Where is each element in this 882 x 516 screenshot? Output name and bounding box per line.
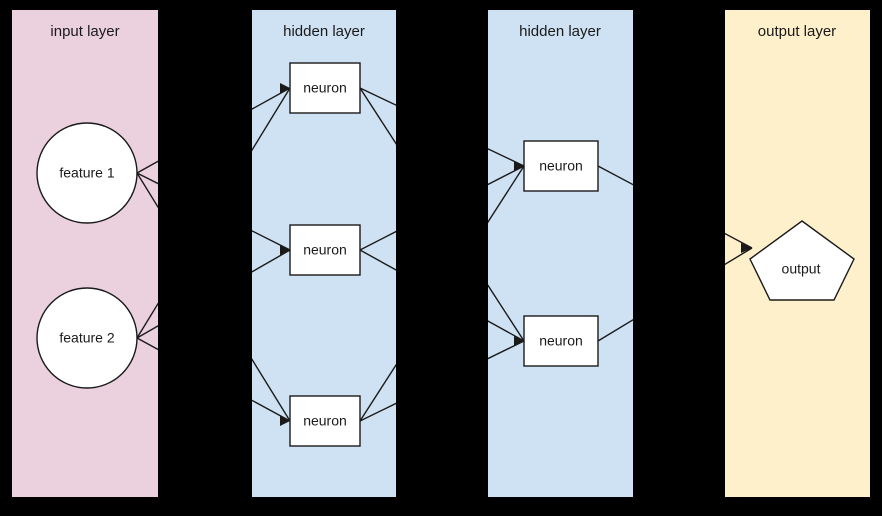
- edge-h1n1-h2n2-in: [488, 284, 525, 342]
- node-feature-2[interactable]: feature 2: [36, 287, 138, 389]
- edge-h2n2-output-in: [725, 247, 753, 266]
- node-h2-neuron-2[interactable]: neuron: [523, 315, 599, 367]
- arrowhead-h2n2: [514, 336, 524, 346]
- edge-h1n2-h2n2: [359, 249, 396, 271]
- edge-h1n3-h2n2: [359, 402, 396, 422]
- edge-feature1-h1n3-in: [252, 358, 291, 422]
- edge-h1n1-h2n1: [359, 87, 396, 106]
- node-h1-neuron-1[interactable]: neuron: [289, 62, 361, 114]
- h2-neuron-1-box: [523, 140, 599, 192]
- edge-h2n2-output: [597, 319, 633, 342]
- h1-neuron-1-label: neuron: [303, 80, 347, 96]
- panel-hidden-layer-2: [488, 10, 633, 497]
- feature-1-circle: [36, 122, 138, 224]
- edge-h1n2-h2n1: [359, 230, 396, 251]
- edge-h1n3-h2n2-in: [488, 340, 525, 360]
- edge-h1n2-h2n1-in: [488, 165, 525, 186]
- feature-1-label: feature 1: [59, 165, 114, 181]
- h1-neuron-3-box: [289, 395, 361, 447]
- h2-neuron-1-label: neuron: [539, 158, 583, 174]
- output-label: output: [782, 261, 821, 277]
- edge-feature2-h1n1-in: [252, 87, 291, 152]
- arrowhead-h1n1: [280, 83, 290, 93]
- edge-h1n3-h2n1: [359, 363, 396, 422]
- node-h1-neuron-3[interactable]: neuron: [289, 395, 361, 447]
- edge-h2n1-output-in: [725, 232, 753, 249]
- h1-neuron-3-label: neuron: [303, 413, 347, 429]
- title-hidden-layer-2: hidden layer: [519, 23, 601, 40]
- edges-into-output: [725, 232, 753, 266]
- h1-neuron-2-box: [289, 224, 361, 276]
- edges-into-hidden1: [252, 83, 291, 426]
- layer-panels: [12, 10, 870, 497]
- node-h2-neuron-1[interactable]: neuron: [523, 140, 599, 192]
- edges-hidden1-out: [359, 87, 396, 422]
- edges-hidden2-out: [597, 165, 633, 342]
- arrowhead-h1n2: [280, 245, 290, 255]
- h2-neuron-2-box: [523, 315, 599, 367]
- edge-feature1-h1n1-in: [252, 87, 291, 110]
- edge-h1n3-h2n1-in: [488, 165, 525, 224]
- edge-h1n2-h2n2-in: [488, 320, 525, 342]
- h2-neuron-2-label: neuron: [539, 333, 583, 349]
- feature-2-circle: [36, 287, 138, 389]
- feature-2-label: feature 2: [59, 330, 114, 346]
- title-input-layer: input layer: [50, 23, 119, 40]
- node-feature-1[interactable]: feature 1: [36, 122, 138, 224]
- arrowhead-output: [741, 243, 752, 253]
- h1-neuron-2-label: neuron: [303, 242, 347, 258]
- output-pentagon: [749, 220, 855, 301]
- edge-feature2-h1n3-in: [252, 399, 291, 422]
- edges-into-hidden2: [488, 148, 525, 360]
- node-output[interactable]: output: [749, 220, 855, 301]
- title-output-layer: output layer: [758, 23, 836, 40]
- h1-neuron-1-box: [289, 62, 361, 114]
- edge-feature2-h1n2-in: [252, 249, 291, 273]
- title-hidden-layer-1: hidden layer: [283, 23, 365, 40]
- edge-feature1-h1n2-in: [252, 230, 291, 251]
- arrowhead-h2n1: [514, 161, 524, 171]
- node-h1-neuron-2[interactable]: neuron: [289, 224, 361, 276]
- panel-input-layer: [12, 10, 158, 497]
- arrowhead-h1n3: [280, 416, 290, 426]
- edge-h1n1-h2n2: [359, 87, 396, 145]
- edge-h1n1-h2n1-in: [488, 148, 525, 167]
- edge-h2n1-output: [597, 165, 633, 186]
